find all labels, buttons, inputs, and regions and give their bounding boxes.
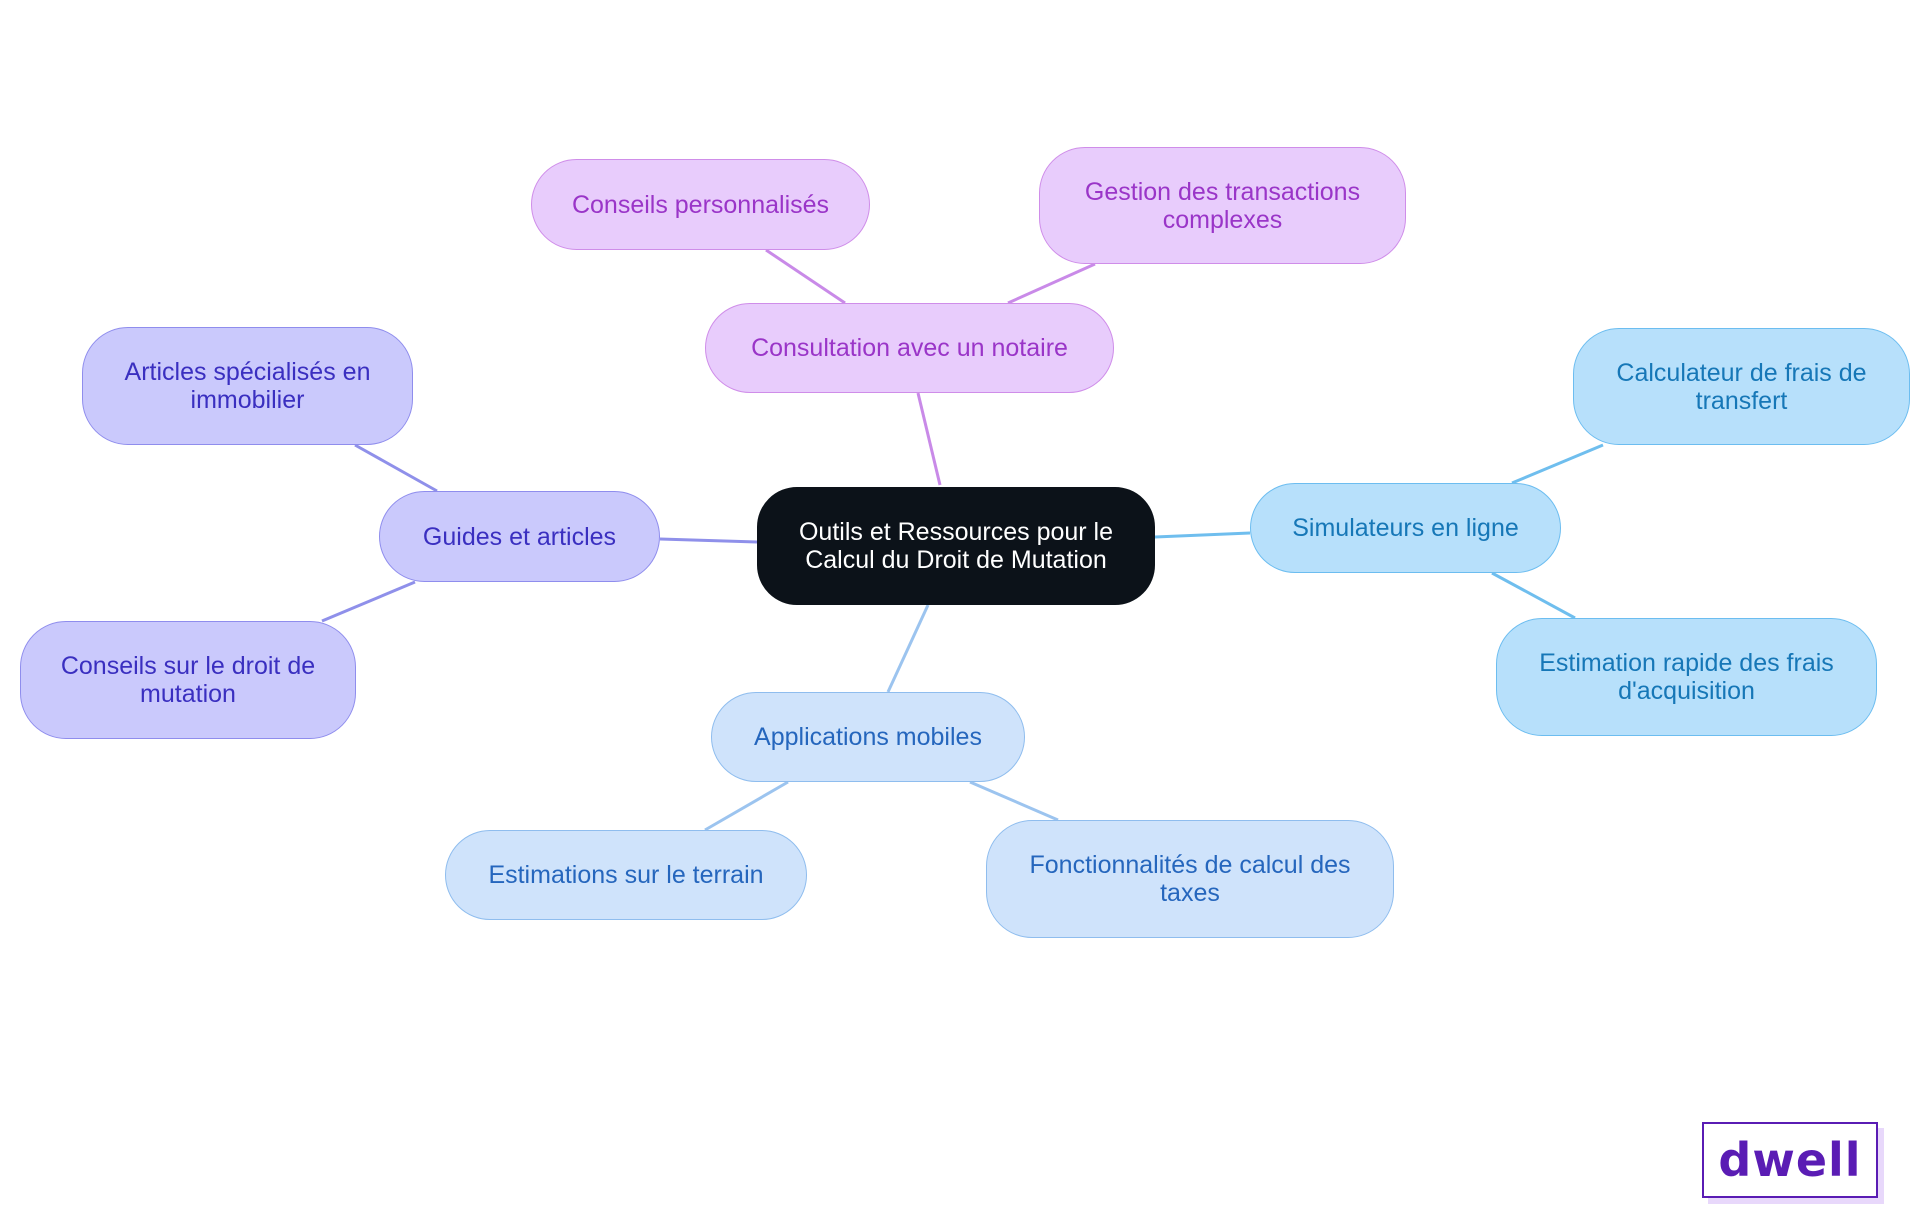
node-estimations-terrain: Estimations sur le terrain	[445, 830, 807, 920]
node-label-line-2: transfert	[1695, 386, 1788, 415]
node-label-line-1: Fonctionnalités de calcul des	[1029, 851, 1351, 879]
node-label: Applications mobiles	[754, 723, 982, 751]
node-label-line-2: d'acquisition	[1618, 677, 1755, 705]
edge-root-applications	[886, 604, 930, 693]
node-label-line-1: Gestion des transactions	[1084, 177, 1361, 206]
node-applications-mobiles: Applications mobiles	[711, 692, 1025, 782]
edge-guides-articles	[354, 443, 438, 493]
edge-root-consultation	[916, 392, 942, 486]
node-label: Simulateurs en ligne	[1292, 514, 1519, 542]
node-label: Conseils personnalisés	[571, 190, 830, 219]
node-label: Guides et articles	[422, 522, 617, 551]
logo-text: dwell	[1718, 1133, 1862, 1187]
root-line-2: Calcul du Droit de Mutation	[805, 546, 1107, 574]
edge-root-guides	[659, 537, 758, 544]
edge-consultation-gestion	[1007, 262, 1096, 305]
node-simulateurs-en-ligne: Simulateurs en ligne	[1250, 483, 1561, 573]
node-label-line-2: taxes	[1160, 879, 1220, 907]
node-label-line-1: Conseils sur le droit de	[60, 652, 316, 680]
node-guides-articles: Guides et articles	[379, 491, 660, 582]
node-label-line-1: Estimation rapide des frais	[1539, 649, 1834, 677]
root-line-1: Outils et Ressources pour le	[798, 518, 1114, 546]
node-conseils-personnalises: Conseils personnalisés	[531, 159, 870, 250]
edge-guides-conseils-droit	[321, 580, 416, 623]
edge-applications-fonctionnalites	[969, 780, 1059, 822]
edge-simulateurs-calculateur	[1511, 443, 1604, 485]
node-label-line-1: Articles spécialisés en	[124, 358, 371, 386]
edge-root-simulateurs	[1154, 531, 1251, 539]
dwell-logo: dwell	[1702, 1122, 1878, 1198]
node-label: Estimations sur le terrain	[488, 861, 764, 889]
edge-consultation-conseils	[765, 248, 846, 305]
node-label: Consultation avec un notaire	[751, 334, 1068, 362]
node-label-line-2: immobilier	[190, 386, 305, 414]
node-label-line-1: Calculateur de frais de	[1616, 358, 1867, 387]
edge-applications-terrain	[704, 780, 789, 832]
edge-simulateurs-estimation	[1491, 571, 1576, 620]
node-label-line-2: mutation	[140, 680, 236, 708]
node-label-line-2: complexes	[1162, 205, 1283, 234]
node-consultation-notaire: Consultation avec un notaire	[705, 303, 1114, 393]
